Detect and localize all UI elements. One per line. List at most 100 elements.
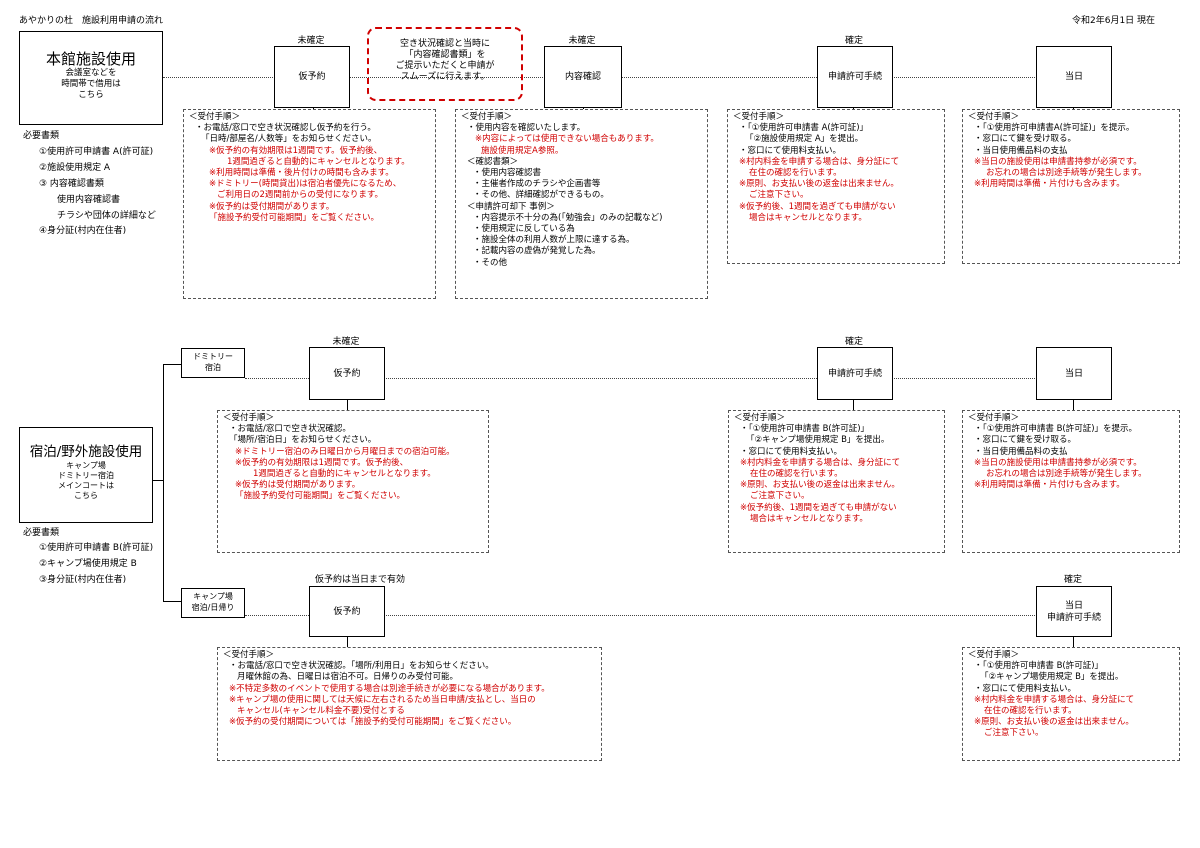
box-line: ・「①使用許可申請書 B(許可証)」 xyxy=(974,661,1104,672)
box-line: ※仮予約は受付期間があります。 xyxy=(235,480,361,491)
box-line: ・使用規定に反している為 xyxy=(473,224,575,235)
status-label: 未確定 xyxy=(297,36,325,46)
box-line: ※仮予約の有効期限は1週間です。仮予約後、 xyxy=(209,145,383,156)
branch-label: ドミトリー xyxy=(193,352,233,361)
box-line: 「施設予約受付可能期間」をご覧ください。 xyxy=(209,212,380,223)
page-title: あやかりの杜 施設利用申請の流れ xyxy=(19,16,164,26)
box-line: ＜受付手順＞ xyxy=(223,413,275,423)
box-line: ※仮予約の受付期間については「施設予約受付可能期間」をご覧ください。 xyxy=(229,717,517,728)
box-line: キャンセル(キャンセル料金不要)受付とする xyxy=(237,706,405,717)
box-line: ご利用日の2週間前からの受付になります。 xyxy=(217,190,384,201)
dorm-box-1: ＜受付手順＞ ・お電話/窓口で空き状況確認。 「場所/宿泊日」をお知らせください… xyxy=(217,410,489,553)
status-label: 未確定 xyxy=(332,337,360,347)
connector xyxy=(347,637,348,647)
branch-line xyxy=(153,480,163,481)
box-line: ・「①使用許可申請書 A(許可証)」 xyxy=(739,123,869,134)
shukuhaku-sub-2: メインコートは xyxy=(58,481,114,490)
box-line: 「施設予約受付可能期間」をご覧ください。 xyxy=(235,491,406,502)
honkan-sub-1: 時間帯で借用は xyxy=(61,79,121,89)
stage-kari-yoyaku: 仮予約 xyxy=(309,586,385,637)
box-line: 「②キャンプ場使用規定 B」を提出。 xyxy=(746,435,890,446)
box-line: ・主催者作成のチラシや企画書等 xyxy=(473,179,601,190)
honkan-docs-title: 必要書類 xyxy=(23,131,60,141)
honkan-box-1: ＜受付手順＞ ・お電話/窓口で空き状況確認し仮予約を行う。 「日時/部屋名/人数… xyxy=(183,109,436,299)
box-line: 場合はキャンセルとなります。 xyxy=(750,513,868,524)
shukuhaku-title: 宿泊/野外施設使用 xyxy=(29,444,143,460)
stage-naiyou-kakunin: 内容確認 xyxy=(544,46,622,108)
box-line: ※利用時間は準備・後片付けの時間も含みます。 xyxy=(209,168,394,179)
box-line: ・使用内容確認書 xyxy=(473,168,542,179)
box-line: ・窓口にて鍵を受け取る。 xyxy=(974,134,1077,145)
stage-label: 申請許可手続 xyxy=(827,368,882,379)
flow-line-camp xyxy=(245,615,1073,616)
shukuhaku-sub-1: ドミトリー宿泊 xyxy=(58,471,114,480)
dorm-box-3: ＜受付手順＞ ・「①使用許可申請書 B(許可証)」を提示。 ・窓口にて鍵を受け取… xyxy=(962,410,1180,553)
box-line: ※ドミトリー宿泊のみ日曜日から月曜日までの宿泊可能。 xyxy=(235,446,455,457)
shukuhaku-sub-0: キャンプ場 xyxy=(66,461,106,470)
stage-label: 仮予約 xyxy=(333,368,361,379)
box-line: ＜受付手順＞ xyxy=(189,112,241,122)
box-line: ・使用内容を確認いたします。 xyxy=(467,123,586,134)
box-line: ・その他、詳細確認ができるもの。 xyxy=(473,190,609,201)
box-line: 「②施設使用規定 A」を提出。 xyxy=(745,134,864,145)
stage-shinsei: 申請許可手続 xyxy=(817,347,893,400)
box-line: ・お電話/窓口で空き状況確認。「場所/利用日」をお知らせください。 xyxy=(229,661,494,672)
box-line: ※仮予約の有効期限は1週間です。仮予約後、 xyxy=(235,457,409,468)
shukuhaku-doc-2: ③身分証(村内在住者) xyxy=(39,575,127,585)
box-line: ※村内料金を申請する場合は、身分証にて xyxy=(974,694,1135,705)
box-line: 施設使用規定A参照。 xyxy=(481,145,564,156)
status-label: 確定 xyxy=(1063,575,1082,585)
branch-line xyxy=(163,364,181,365)
box-line: ＜受付手順＞ xyxy=(968,650,1020,660)
box-line: ※村内料金を申請する場合は、身分証にて xyxy=(739,156,900,167)
branch-dorm-box: ドミトリー 宿泊 xyxy=(181,348,245,378)
honkan-box-4: ＜受付手順＞ ・「①使用許可申請書A(許可証)」を提示。 ・窓口にて鍵を受け取る… xyxy=(962,109,1180,264)
honkan-sub-2: こちら xyxy=(78,90,104,100)
box-line: ・お電話/窓口で空き状況確認。 xyxy=(229,424,351,435)
honkan-sub-0: 会議室などを xyxy=(65,68,117,78)
box-line: ご注意下さい。 xyxy=(984,728,1044,739)
box-line: ご注意下さい。 xyxy=(749,190,809,201)
status-label: 未確定 xyxy=(568,36,596,46)
status-label: 仮予約は当日まで有効 xyxy=(314,575,405,585)
note-line-1: 「内容確認書類」を xyxy=(404,50,486,60)
box-line: 場合はキャンセルとなります。 xyxy=(749,212,867,223)
box-line: ※原則、お支払い後の返金は出来ません。 xyxy=(974,717,1134,728)
connector xyxy=(1073,400,1074,410)
box-line: ・「①使用許可申請書A(許可証)」を提示。 xyxy=(974,123,1135,134)
box-line: 1週間過ぎると自動的にキャンセルとなります。 xyxy=(227,156,410,167)
box-line: 在住の確認を行います。 xyxy=(749,168,842,179)
stage-label: 申請許可手続 xyxy=(827,72,882,82)
honkan-main-box: 本館施設使用 会議室などを 時間帯で借用は こちら xyxy=(19,31,163,125)
box-line: ・記載内容の虚偽が発覚した為。 xyxy=(473,246,601,257)
box-line: ＜受付手順＞ xyxy=(968,112,1020,122)
honkan-doc-3: 使用内容確認書 xyxy=(57,195,121,205)
box-line: ・「①使用許可申請書 B(許可証)」を提示。 xyxy=(974,424,1138,435)
box-line: ＜受付手順＞ xyxy=(968,413,1020,423)
shukuhaku-main-box: 宿泊/野外施設使用 キャンプ場 ドミトリー宿泊 メインコートは こちら xyxy=(19,427,153,523)
camp-box-2: ＜受付手順＞ ・「①使用許可申請書 B(許可証)」 「②キャンプ場使用規定 B」… xyxy=(962,647,1180,761)
stage-kari-yoyaku: 仮予約 xyxy=(309,347,385,400)
honkan-note-bubble: 空き状況確認と当時に 「内容確認書類」を ご提示いただくと申請が スムーズに行え… xyxy=(367,27,523,101)
box-line: ※キャンプ場の使用に関しては天候に左右されるため当日申請/支払とし、当日の xyxy=(229,694,536,705)
stage-shinsei: 申請許可手続 xyxy=(817,46,893,108)
box-line: ＜受付手順＞ xyxy=(461,112,513,122)
connector xyxy=(347,400,348,410)
stage-tojitsu: 当日 xyxy=(1036,46,1112,108)
box-line: お忘れの場合は別途手続等が発生します。 xyxy=(986,168,1147,179)
stage-label: 当日 xyxy=(1064,72,1083,82)
status-label: 確定 xyxy=(844,337,863,347)
honkan-doc-2: ③ 内容確認書類 xyxy=(39,179,104,189)
shukuhaku-sub-3: こちら xyxy=(74,491,98,500)
note-line-3: スムーズに行えます。 xyxy=(400,72,490,82)
honkan-doc-4: チラシや団体の詳細など xyxy=(57,211,156,221)
stage-tojitsu: 当日 xyxy=(1036,347,1112,400)
box-line: ※原則、お支払い後の返金は出来ません。 xyxy=(739,179,899,190)
box-line: お忘れの場合は別途手続等が発生します。 xyxy=(986,469,1147,480)
branch-label: 宿泊/日帰り xyxy=(191,603,235,612)
box-line: ※仮予約後、1週間を過ぎても申請がない xyxy=(740,502,897,513)
connector xyxy=(1073,637,1074,647)
box-line: ・当日使用備品料の支払 xyxy=(974,145,1068,156)
honkan-title: 本館施設使用 xyxy=(45,50,136,68)
honkan-doc-5: ④身分証(村内在住者) xyxy=(39,226,127,236)
